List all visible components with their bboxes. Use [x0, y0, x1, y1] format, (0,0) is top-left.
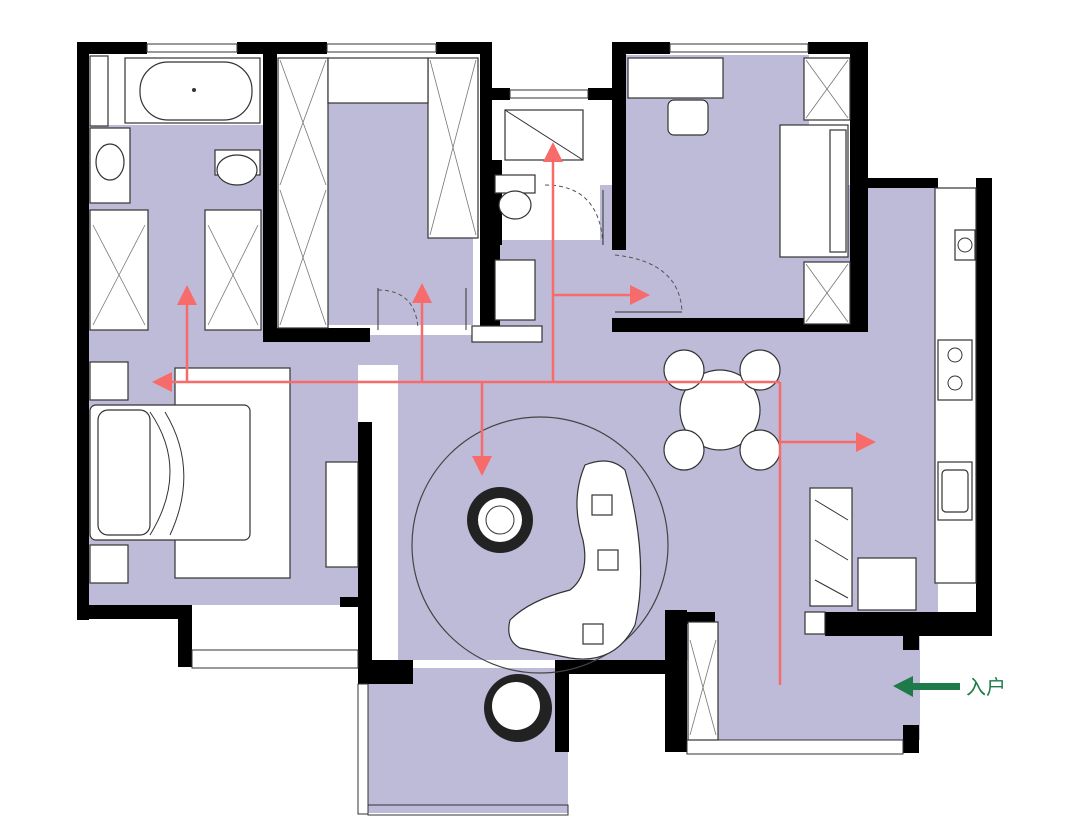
arrow-head-south [472, 456, 492, 476]
windows [146, 43, 904, 816]
circulation-arrows [152, 142, 876, 685]
wardrobe-top-shelf [327, 57, 429, 104]
master-bed [89, 361, 359, 584]
arrow-head-north-3 [543, 142, 563, 162]
arrow-head-east-1 [630, 285, 650, 305]
arrow-head-north-2 [412, 283, 432, 303]
doors [377, 184, 683, 330]
bath-vanity [89, 127, 131, 204]
arrow-head-west [152, 372, 172, 392]
second-bath [471, 109, 584, 343]
wardrobes [89, 57, 851, 741]
entry-label: 入户 [966, 675, 1006, 699]
arrow-head-east-2 [856, 432, 876, 452]
entry-cabinet [804, 487, 917, 635]
bathtub [89, 55, 261, 127]
floor-kitchen [868, 185, 938, 585]
living-area [411, 416, 669, 674]
dining-table-set [663, 349, 781, 471]
study-desk [627, 57, 849, 258]
toilet-master [214, 149, 261, 186]
kitchen-counter [934, 187, 977, 584]
balcony-chair [484, 674, 552, 742]
entry-arrow-icon [893, 676, 960, 697]
entry-marker: 入户 [893, 675, 1006, 699]
walls [77, 42, 992, 753]
arrow-head-north-1 [177, 285, 197, 305]
